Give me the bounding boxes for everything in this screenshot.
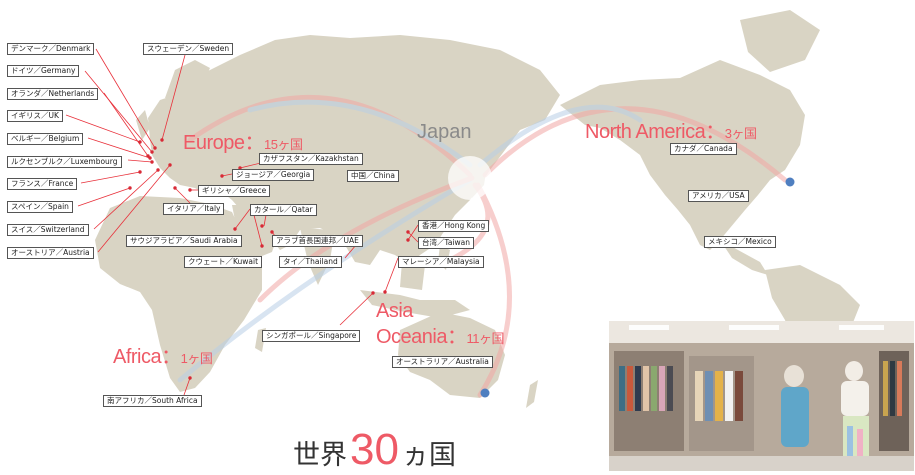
arc-africa (177, 177, 473, 383)
label-uk: イギリス／UK (7, 110, 63, 122)
region-north-america-name: North America： (585, 121, 725, 143)
label-singapore: シンガポール／Singapore (262, 330, 361, 342)
store-photo (609, 321, 914, 471)
label-austria: オーストリア／Austria (7, 247, 94, 259)
label-switzerland: スイス／Switzerland (7, 224, 89, 236)
label-belgium: ベルギー／Belgium (7, 133, 84, 145)
label-saudi: サウジアラビア／Saudi Arabia (126, 235, 242, 247)
japan-glow (448, 156, 492, 200)
marker-spain (128, 186, 132, 190)
region-europe-name: Europe： (183, 132, 265, 154)
label-greece: ギリシャ／Greece (198, 185, 271, 197)
region-africa-count: 1ヶ国 (180, 351, 213, 366)
marker-belgium (148, 156, 152, 160)
marker-saudi (233, 227, 237, 231)
north-america-landmass (560, 60, 805, 250)
marker-switzerland (156, 168, 160, 172)
label-luxembourg: ルクセンブルク／Luxembourg (7, 156, 122, 168)
indonesia-landmass (360, 290, 470, 318)
label-malaysia: マレーシア／Malaysia (398, 256, 484, 268)
marker-uae (270, 230, 274, 234)
marker-kuwait (260, 244, 264, 248)
marker-taiwan (406, 230, 410, 234)
marker-greece (188, 188, 192, 192)
label-spain: スペイン／Spain (7, 201, 73, 213)
nz-landmass (526, 380, 538, 408)
region-oceania-name: Oceania： (376, 326, 467, 348)
label-denmark: デンマーク／Denmark (7, 43, 95, 55)
australia-landmass (398, 312, 505, 398)
label-qatar: カタール／Qatar (250, 204, 317, 216)
total-prefix: 世界 (293, 440, 347, 471)
region-north-america: North America：3ヶ国 (585, 115, 757, 144)
region-asia-name: Asia (376, 300, 413, 322)
marker-austria (168, 163, 172, 167)
marker-sweden (160, 138, 164, 142)
marker-uk (138, 140, 142, 144)
region-africa: Africa：1ヶ国 (113, 340, 213, 369)
label-usa: アメリカ／USA (688, 190, 749, 202)
marker-georgia (220, 174, 224, 178)
greenland-landmass (740, 10, 820, 72)
label-kuwait: クウェート／Kuwait (184, 256, 263, 268)
region-oceania: Oceania：11ヶ国 (376, 320, 504, 349)
marker-italy (173, 186, 177, 190)
marker-france (138, 170, 142, 174)
region-africa-name: Africa： (113, 346, 181, 368)
label-taiwan: 台湾／Taiwan (418, 237, 475, 249)
label-south-africa: 南アフリカ／South Africa (103, 395, 202, 407)
scandinavia-landmass (165, 60, 210, 100)
region-oceania-count: 11ヶ国 (466, 331, 505, 346)
arc-europe (187, 94, 473, 178)
marker-usa (785, 177, 795, 187)
marker-germany (150, 150, 154, 154)
arc-africa-red (257, 175, 475, 303)
label-germany: ドイツ／Germany (7, 65, 80, 77)
marker-malaysia (383, 290, 387, 294)
arc-europe-blue (247, 99, 473, 168)
arc-oceania (475, 182, 512, 398)
uk-landmass (136, 110, 150, 140)
label-italy: イタリア／Italy (163, 203, 225, 215)
label-mexico: メキシコ／Mexico (704, 236, 776, 248)
marker-denmark (153, 146, 157, 150)
label-uae: アラブ首長国連邦／UAE (272, 235, 363, 247)
region-asia: Asia (376, 300, 413, 323)
japan-label: Japan (417, 121, 472, 143)
label-canada: カナダ／Canada (670, 143, 737, 155)
marker-luxembourg (150, 160, 154, 164)
total-suffix: ヵ国 (401, 440, 456, 471)
arc-north-america-blue (477, 104, 643, 168)
label-thailand: タイ／Thailand (279, 256, 342, 268)
label-australia: オーストラリア／Australia (392, 356, 493, 368)
label-china: 中国／China (347, 170, 399, 182)
borneo-landmass (400, 262, 425, 290)
label-kazakhstan: カザフスタン／Kazakhstan (259, 153, 363, 165)
arc-north-america (482, 106, 788, 183)
marker-australia (480, 388, 490, 398)
region-europe-count: 15ヶ国 (264, 137, 303, 152)
total-number: 30 (350, 425, 399, 474)
label-hongkong: 香港／Hong Kong (418, 220, 490, 232)
label-france: フランス／France (7, 178, 78, 190)
region-north-america-count: 3ヶ国 (724, 126, 757, 141)
marker-south-africa (188, 376, 192, 380)
marker-kazakhstan (238, 166, 242, 170)
label-sweden: スウェーデン／Sweden (143, 43, 234, 55)
marker-qatar (260, 224, 264, 228)
marker-hongkong (406, 238, 410, 242)
region-europe: Europe：15ヶ国 (183, 126, 303, 155)
label-georgia: ジョージア／Georgia (232, 169, 315, 181)
central-america-landmass (720, 240, 768, 275)
marker-singapore (371, 291, 375, 295)
label-netherlands: オランダ／Netherlands (7, 88, 99, 100)
